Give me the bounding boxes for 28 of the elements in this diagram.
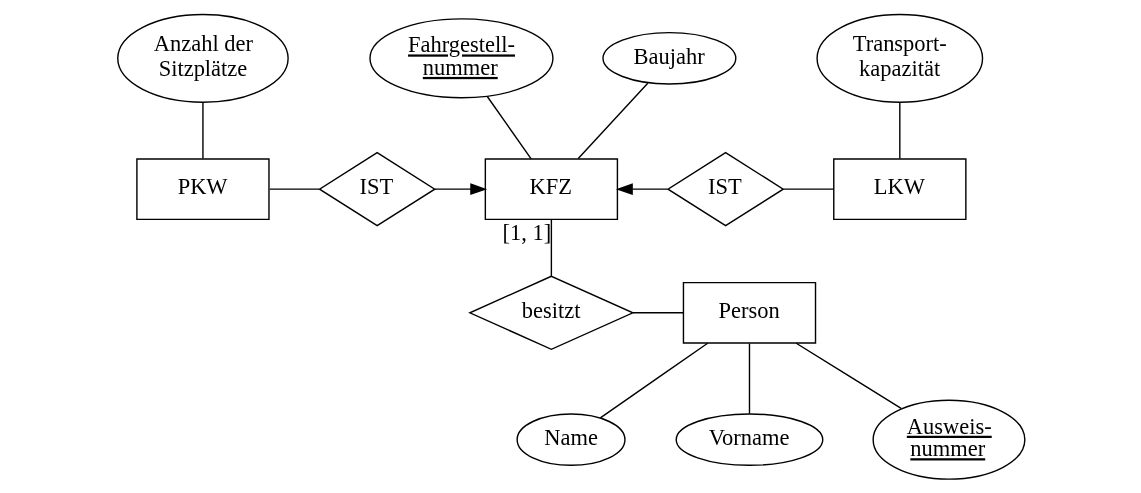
arrow [433, 182, 487, 195]
connector [486, 95, 532, 160]
arrow [615, 182, 668, 195]
node-box: Person [682, 281, 816, 344]
node-ellipse: Transport- kapazität [815, 13, 983, 103]
node-ellipse: Name [515, 412, 626, 466]
node-ellipse: Ausweis- nummer [871, 399, 1026, 480]
connector [577, 82, 648, 159]
connector [599, 342, 708, 419]
node-ellipse: Anzahl der Sitzplätze [116, 13, 289, 103]
connector [782, 187, 834, 190]
connector [795, 342, 902, 409]
node-box: KFZ [484, 157, 618, 220]
edge-label: [1, 1] [501, 219, 551, 245]
node-box: PKW [135, 157, 270, 220]
node-ellipse: Fahrgestell- nummer [368, 17, 554, 98]
node-box: LKW [832, 157, 967, 220]
connector [550, 218, 552, 277]
connector [631, 311, 684, 313]
node-diamond: IST [666, 151, 784, 226]
connector [898, 101, 901, 159]
node-diamond: besitzt [467, 275, 635, 350]
node-ellipse: Baujahr [601, 31, 736, 85]
connector [268, 187, 320, 190]
node-ellipse: Vorname [675, 412, 823, 466]
node-diamond: IST [317, 151, 436, 226]
connector [201, 101, 204, 159]
connector [748, 342, 750, 414]
